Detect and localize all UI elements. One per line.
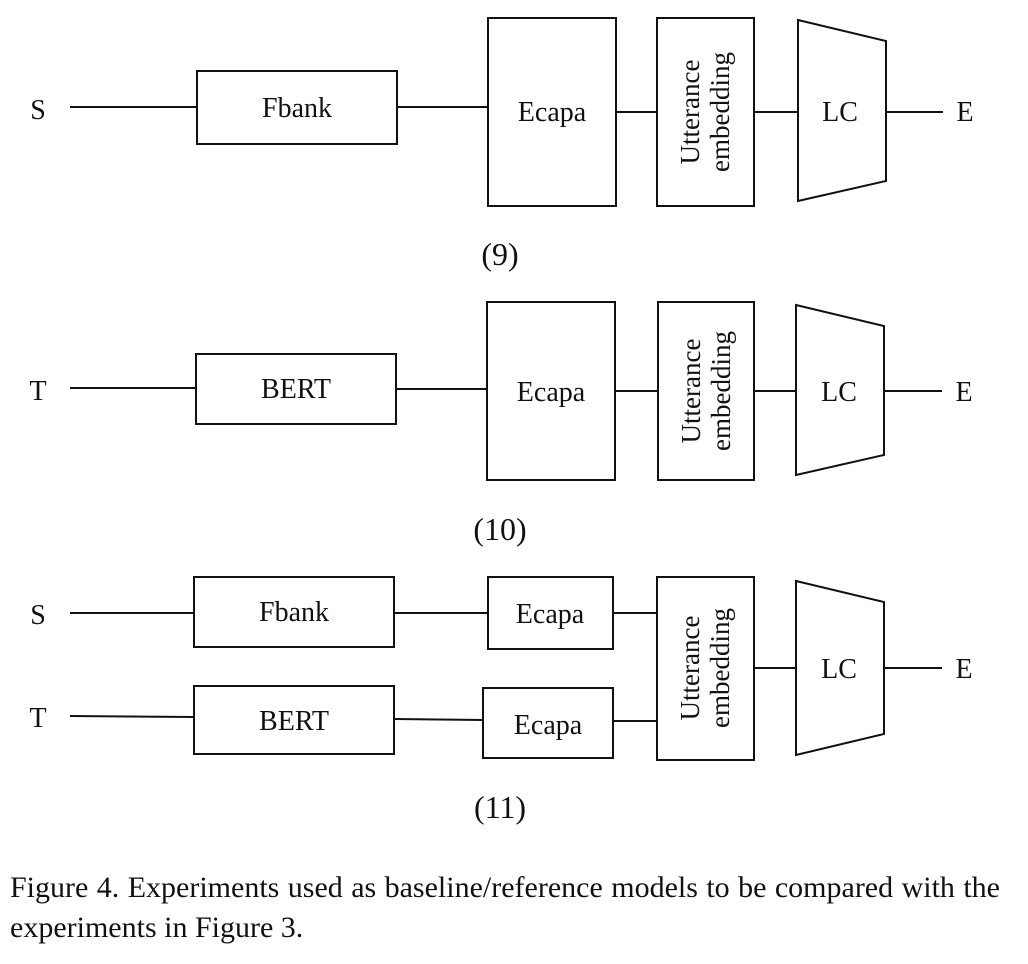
ecapa-label: Ecapa — [518, 97, 587, 128]
utterance-embedding-block — [656, 576, 755, 761]
lc-label: LC — [821, 377, 857, 408]
input-label-s: S — [30, 95, 46, 126]
input-label-t: T — [29, 703, 46, 734]
diagram-caption-9: (9) — [481, 236, 518, 272]
utterance-label-line2: embedding — [705, 608, 735, 728]
bert-label: BERT — [261, 374, 331, 405]
lc-label: LC — [821, 654, 857, 685]
input-label-t: T — [29, 376, 46, 407]
ecapa-label: Ecapa — [517, 377, 586, 408]
input-label-s: S — [30, 600, 46, 631]
utterance-embedding-block — [656, 17, 755, 207]
utterance-label-line1: Utterance — [675, 60, 705, 165]
fbank-label: Fbank — [259, 597, 329, 628]
lc-block — [797, 18, 887, 203]
utterance-label-line2: embedding — [706, 331, 736, 451]
wire — [69, 715, 195, 718]
ecapa-label: Ecapa — [516, 599, 585, 630]
diagram-canvas: S Fbank Ecapa Utterance embedding LC E (… — [29, 17, 974, 825]
bert-label: BERT — [259, 706, 329, 737]
ecapa-label: Ecapa — [514, 710, 583, 741]
output-label-e: E — [955, 377, 972, 408]
diagram-caption-10: (10) — [473, 511, 526, 547]
utterance-embedding-label: Utterance embedding — [675, 608, 735, 728]
diagram-11: S Fbank Ecapa T BERT Ecapa Utterance emb… — [29, 576, 973, 825]
utterance-label-line1: Utterance — [676, 339, 706, 444]
lc-block — [795, 303, 885, 477]
utterance-embedding-block — [657, 301, 755, 481]
diagram-caption-11: (11) — [474, 789, 526, 825]
diagram-10: T BERT Ecapa Utterance embedding LC E (1… — [29, 301, 973, 547]
utterance-embedding-label: Utterance embedding — [675, 52, 735, 172]
wire — [393, 718, 484, 721]
lc-label: LC — [822, 97, 858, 128]
utterance-label-line2: embedding — [705, 52, 735, 172]
figure-caption: Figure 4. Experiments used as baseline/r… — [10, 871, 1000, 944]
fbank-label: Fbank — [262, 93, 332, 124]
utterance-embedding-label: Utterance embedding — [676, 331, 736, 451]
bert-block — [193, 685, 395, 755]
bert-block — [195, 353, 397, 425]
ecapa-block — [487, 17, 617, 207]
lc-block — [795, 579, 885, 757]
diagram-9: S Fbank Ecapa Utterance embedding LC E (… — [30, 17, 974, 272]
utterance-label-line1: Utterance — [675, 616, 705, 721]
ecapa-block — [482, 687, 614, 759]
output-label-e: E — [955, 654, 972, 685]
ecapa-block — [487, 576, 614, 650]
output-label-e: E — [956, 97, 973, 128]
